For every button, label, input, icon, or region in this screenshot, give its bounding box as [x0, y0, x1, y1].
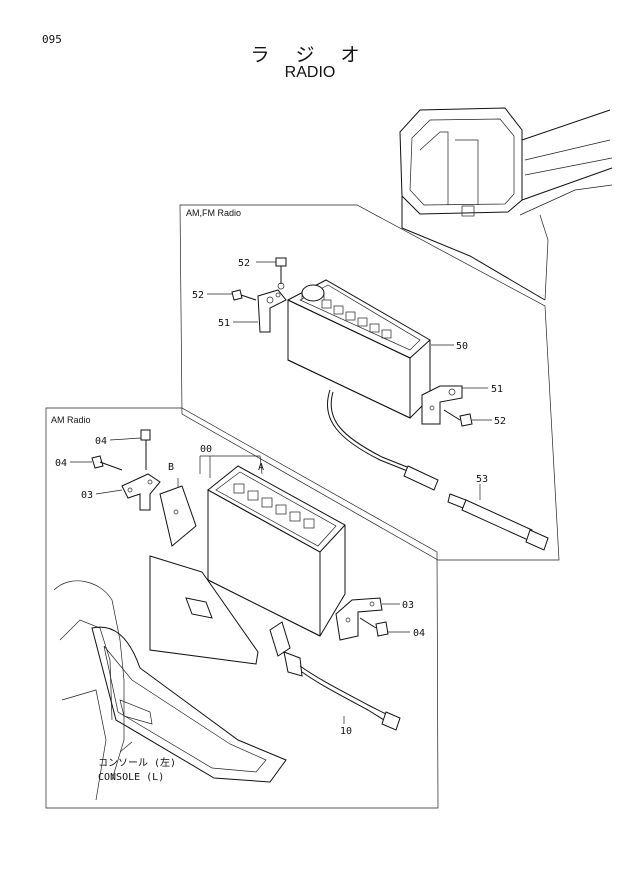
- am-fm-radio-label: AM,FM Radio: [186, 208, 241, 218]
- screw-52-left: [231, 289, 257, 301]
- bracket-03-left: [121, 473, 161, 511]
- am-radio-label: AM Radio: [51, 415, 91, 425]
- am-fm-group-outline: [179, 204, 560, 561]
- callout-04-left: 04: [55, 458, 67, 469]
- screw-04-right: [359, 617, 389, 637]
- leader-lines: [70, 261, 492, 753]
- callout-03-right: 03: [402, 600, 414, 611]
- am-radio-unit: [207, 465, 346, 637]
- screw-52-top: [275, 257, 287, 290]
- callout-03-left: 03: [81, 490, 93, 501]
- callout-52-top: 52: [238, 258, 250, 269]
- screw-52-right: [443, 409, 473, 427]
- gasket-b: [159, 485, 197, 547]
- callout-04-top: 04: [95, 436, 107, 447]
- console-label-english: CONSOLE (L): [98, 772, 164, 783]
- screw-04-top: [140, 429, 151, 470]
- am-fm-radio-unit: [287, 279, 431, 419]
- callout-sub-b: B: [168, 462, 174, 473]
- callout-04-right: 04: [413, 628, 425, 639]
- title-japanese: ラ ジ オ: [250, 44, 370, 66]
- callout-52-left: 52: [192, 290, 204, 301]
- callout-00: 00: [200, 444, 212, 455]
- callout-sub-a: A: [258, 462, 264, 473]
- callout-52-right: 52: [494, 416, 506, 427]
- cab-illustration: [399, 107, 613, 301]
- antenna-cable-53: [326, 389, 549, 551]
- callout-51-left: 51: [218, 318, 230, 329]
- bracket-03-right: [335, 597, 383, 641]
- console-label-japanese: コンソール (左): [98, 756, 176, 769]
- callout-10: 10: [340, 726, 352, 737]
- am-group-outline: [45, 407, 439, 809]
- antenna-cable-10: [269, 621, 401, 731]
- title-english: RADIO: [284, 64, 336, 81]
- callout-53: 53: [476, 474, 488, 485]
- screw-04-left: [91, 455, 123, 471]
- callout-50: 50: [456, 341, 468, 352]
- panel-plate: [149, 555, 259, 665]
- bracket-51-left: [257, 289, 287, 333]
- callout-51-right: 51: [491, 384, 503, 395]
- page-number: 095: [42, 33, 62, 46]
- bracket-51-right: [421, 385, 463, 425]
